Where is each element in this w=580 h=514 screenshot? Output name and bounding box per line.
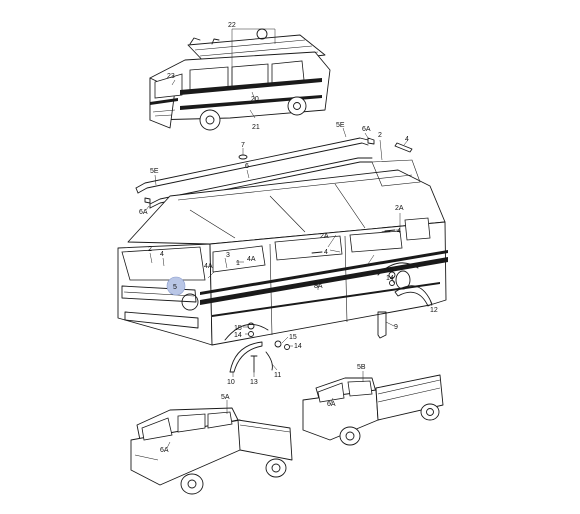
callout-2-front: 2 <box>148 246 152 253</box>
callout-10: 10 <box>227 379 235 386</box>
single-cab-pickup-drawing <box>302 371 444 446</box>
van-overview-drawing <box>149 28 331 131</box>
callout-4A-b: 4A <box>247 256 256 263</box>
callout-2-top: 2 <box>378 132 382 139</box>
callout-4-front: 4 <box>160 251 164 258</box>
callout-22: 22 <box>228 22 236 29</box>
double-cab-pickup-drawing <box>130 400 293 495</box>
callout-11: 11 <box>274 372 281 379</box>
callout-3: 3 <box>226 252 230 259</box>
callout-labels: 22 23 20 21 7 6 5E 6A 5E 6A 2 4 2A 4 2A … <box>139 22 438 454</box>
callout-14-a: 14 <box>234 332 242 339</box>
roof-trim-strips <box>135 127 413 211</box>
callout-4-rear: 4 <box>397 228 401 235</box>
callout-13: 13 <box>250 379 258 386</box>
callout-15-a: 15 <box>234 325 242 332</box>
main-van-drawing <box>117 139 448 377</box>
callout-9: 9 <box>394 324 398 331</box>
callout-2A-mid: 2A <box>320 233 329 240</box>
callout-5A: 5A <box>221 394 230 401</box>
callout-12: 12 <box>430 307 438 314</box>
callout-8A: 8A <box>314 283 323 290</box>
callout-15-b: 15 <box>289 334 297 341</box>
callout-2A-rear: 2A <box>395 205 404 212</box>
callout-23: 23 <box>167 73 175 80</box>
callout-5-selected[interactable]: 5 <box>173 284 177 291</box>
callout-4A-a: 4A <box>204 263 213 270</box>
callout-6: 6 <box>245 163 249 170</box>
callout-20: 20 <box>251 96 259 103</box>
callout-14-b: 14 <box>294 343 302 350</box>
selected-callout-marker[interactable] <box>166 276 186 296</box>
callout-14-c: 14 <box>386 275 394 282</box>
callout-6A-pickup: 6A <box>327 401 336 408</box>
callout-4-top: 4 <box>405 136 409 143</box>
callout-6A-double-cab: 6A <box>160 447 169 454</box>
callout-1: 1 <box>236 260 240 267</box>
callout-5E-left: 5E <box>150 168 159 175</box>
callout-5B: 5B <box>357 364 366 371</box>
callout-5E-top: 5E <box>336 122 345 129</box>
callout-6A-left: 6A <box>139 209 148 216</box>
callout-21: 21 <box>252 124 260 131</box>
callout-15-c: 15 <box>386 267 394 274</box>
callout-4-mid: 4 <box>324 249 328 256</box>
callout-6A-top: 6A <box>362 126 371 133</box>
callout-7: 7 <box>241 142 245 149</box>
